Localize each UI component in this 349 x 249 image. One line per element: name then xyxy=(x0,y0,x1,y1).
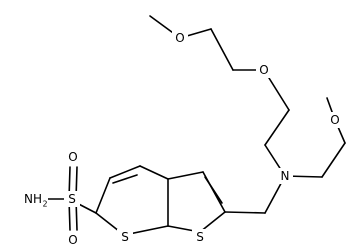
atom-o-sulfonyl-lower: O xyxy=(65,232,81,248)
atom-n-amine: N xyxy=(277,168,293,184)
bond xyxy=(112,174,138,184)
bond xyxy=(109,165,141,179)
atom-subscript: 2 xyxy=(42,200,47,209)
atom-label: S xyxy=(196,230,204,244)
bond xyxy=(95,177,111,214)
bond xyxy=(199,211,226,233)
bond xyxy=(321,142,346,178)
atom-o-methoxy-right: O xyxy=(327,112,343,128)
atom-nh2-amide: NH 2 xyxy=(20,191,48,209)
atom-label: NH xyxy=(24,192,42,206)
bond xyxy=(224,211,266,214)
atom-s-ring-right: S xyxy=(192,229,208,245)
atom-o-ether-middle: O xyxy=(256,62,272,78)
atom-s-sulfonyl: S xyxy=(64,191,80,207)
atom-label: S xyxy=(121,230,129,244)
bond xyxy=(204,176,223,204)
bond xyxy=(139,165,169,180)
atom-o-methoxy-top: O xyxy=(172,30,188,46)
bond xyxy=(210,28,234,71)
atom-label: O xyxy=(68,233,77,247)
atom-label: S xyxy=(68,192,76,206)
bond xyxy=(167,171,204,180)
atom-label: O xyxy=(330,113,339,127)
atom-label: O xyxy=(259,63,268,77)
bond xyxy=(264,109,290,146)
atom-label: O xyxy=(175,31,184,45)
bond-lines xyxy=(43,15,346,236)
atom-s-ring-left: S xyxy=(117,229,133,245)
atom-o-sulfonyl-upper: O xyxy=(65,149,81,165)
atom-label: N xyxy=(281,169,290,183)
atom-label: O xyxy=(68,150,77,164)
